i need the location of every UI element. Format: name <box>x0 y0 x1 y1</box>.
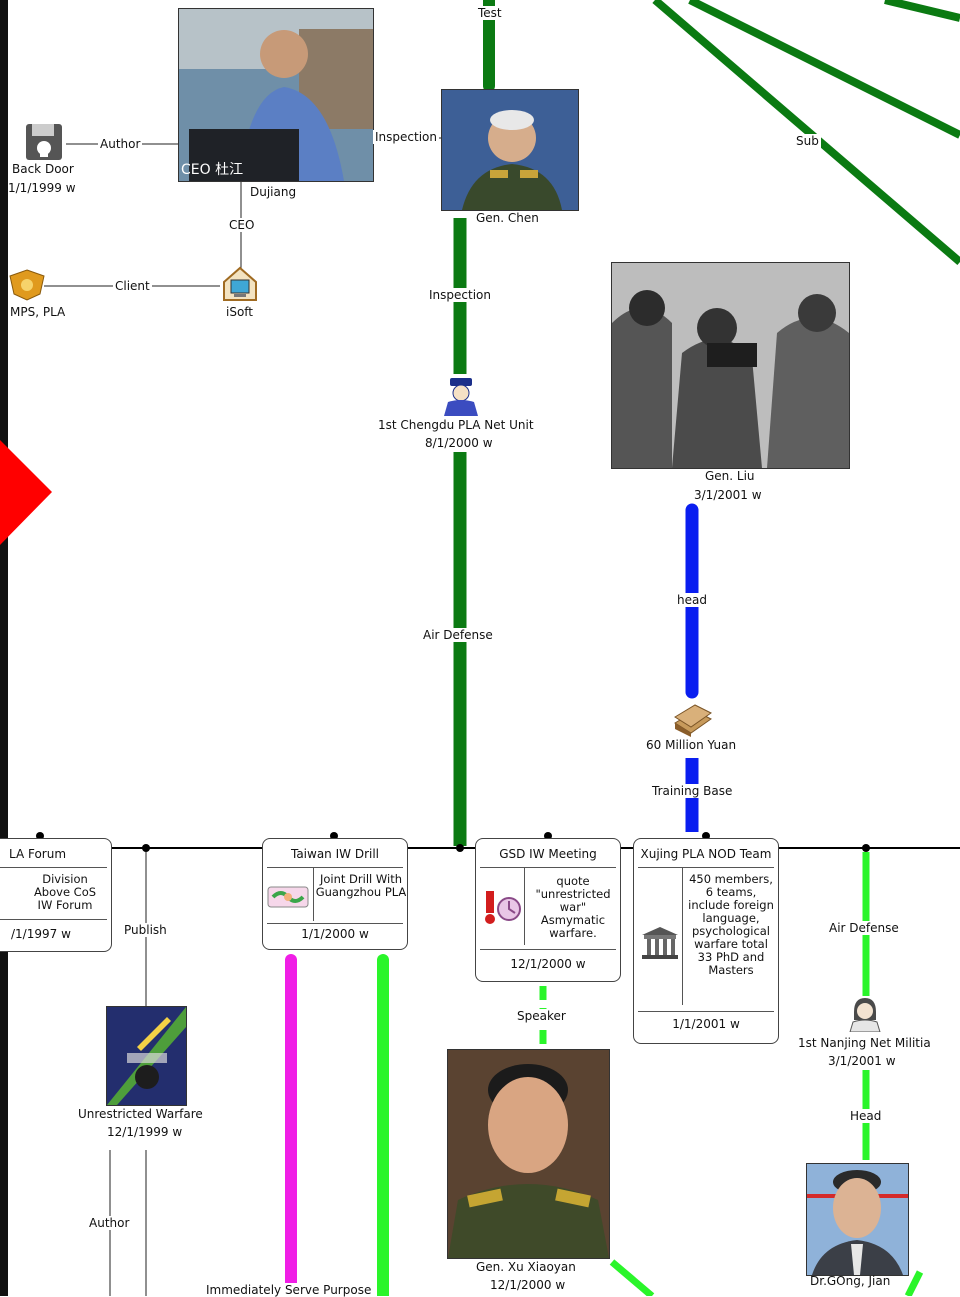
event-date: 1/1/2001 w <box>672 1017 740 1031</box>
meeting-icon <box>482 889 522 929</box>
gen-chen-photo[interactable] <box>441 89 579 211</box>
event-title: Taiwan IW Drill <box>290 847 379 861</box>
gen-xu-photo[interactable] <box>447 1049 610 1259</box>
divider <box>480 867 616 868</box>
building-icon <box>640 925 680 959</box>
event-body: Joint Drill With Guangzhou PLA <box>315 872 407 899</box>
divider <box>682 867 683 1005</box>
link-diagonal-1 <box>652 0 960 266</box>
link-gong-diagonal <box>904 1270 924 1296</box>
dujiang-photo[interactable]: CEO 杜江 <box>178 8 374 182</box>
divider <box>267 867 403 868</box>
event-title: GSD IW Meeting <box>499 847 597 861</box>
chengdu-date: 8/1/2000 w <box>425 436 493 450</box>
soldier-icon[interactable] <box>440 376 482 416</box>
gong-name: Dr.GOng, Jian <box>810 1274 891 1288</box>
portrait-image <box>612 263 849 468</box>
dujiang-caption: CEO 杜江 <box>181 162 244 178</box>
left-edge-bar <box>0 0 8 1296</box>
uw-date: 12/1/1999 w <box>107 1125 183 1139</box>
link-label-ceo: CEO <box>227 218 257 232</box>
link-label-speaker: Speaker <box>515 1009 568 1023</box>
divider <box>0 867 107 868</box>
divider <box>524 867 525 945</box>
event-date: /1/1997 w <box>11 927 71 941</box>
isoft-name: iSoft <box>226 305 254 319</box>
red-arrow-shape <box>0 440 52 545</box>
link-label-air-defense-mid: Air Defense <box>421 628 495 642</box>
timeline-dot <box>456 844 464 852</box>
link-label-training-base: Training Base <box>650 784 735 798</box>
divider <box>313 867 314 921</box>
police-badge-icon[interactable] <box>8 268 46 302</box>
timeline-dot <box>862 844 870 852</box>
portrait-image <box>448 1050 609 1258</box>
nanjing-name: 1st Nanjing Net Militia <box>798 1036 931 1050</box>
event-card-xujing[interactable]: Xujing PLA NOD Team 450 members, 6 teams… <box>633 838 779 1044</box>
gen-liu-date: 3/1/2001 w <box>694 488 762 502</box>
book-cover-icon <box>107 1007 186 1105</box>
xu-name: Gen. Xu Xiaoyan <box>476 1260 576 1274</box>
back-door-date: 1/1/1999 w <box>8 181 76 195</box>
link-label-inspection-top: Inspection <box>373 130 439 144</box>
link-diagonal-3 <box>884 0 960 22</box>
link-label-air-defense-right: Air Defense <box>827 921 901 935</box>
portrait-image <box>807 1164 908 1275</box>
person-icon[interactable] <box>846 996 884 1033</box>
event-card-taiwan[interactable]: Taiwan IW Drill Joint Drill With Guangzh… <box>262 838 408 950</box>
handshake-icon <box>267 883 309 911</box>
event-title: Xujing PLA NOD Team <box>640 847 772 861</box>
nanjing-date: 3/1/2001 w <box>828 1054 896 1068</box>
link-label-sub: Sub <box>794 134 821 148</box>
unrestricted-warfare-cover[interactable] <box>106 1006 187 1106</box>
event-body: Division Above CoS IW Forum <box>33 872 97 912</box>
mps-name: MPS, PLA <box>10 305 66 319</box>
divider <box>638 867 774 868</box>
dujiang-name: Dujiang <box>250 185 297 199</box>
event-card-pla-forum[interactable]: LA Forum Division Above CoS IW Forum /1/… <box>0 838 112 952</box>
event-date: 1/1/2000 w <box>301 927 369 941</box>
divider <box>638 1011 774 1012</box>
event-body: 450 members, 6 teams, include foreign la… <box>688 872 774 977</box>
link-xu-diagonal <box>609 1259 655 1296</box>
house-computer-icon[interactable] <box>222 266 258 302</box>
gen-liu-photo[interactable] <box>611 262 850 469</box>
link-label-inspection-mid: Inspection <box>427 288 493 302</box>
back-door-name: Back Door <box>12 162 74 176</box>
link-label-publish: Publish <box>122 923 169 937</box>
portrait-image <box>442 90 578 210</box>
link-label-test: Test <box>476 6 504 20</box>
event-date: 12/1/2000 w <box>510 957 586 971</box>
link-diagonal-2 <box>688 0 960 139</box>
event-card-gsd[interactable]: GSD IW Meeting quote "unrestricted war" … <box>475 838 621 982</box>
divider <box>480 949 616 950</box>
xu-date: 12/1/2000 w <box>490 1278 566 1292</box>
floppy-skull-icon[interactable] <box>24 122 64 162</box>
timeline-dot <box>142 844 150 852</box>
dr-gong-photo[interactable] <box>806 1163 909 1276</box>
link-label-client: Client <box>113 279 152 293</box>
link-label-author-top: Author <box>98 137 143 151</box>
gen-liu-name: Gen. Liu <box>705 469 755 483</box>
link-label-head-right: Head <box>848 1109 884 1123</box>
link-label-head-blue: head <box>675 593 709 607</box>
portrait-image <box>179 9 373 181</box>
link-label-author-bottom: Author <box>87 1216 132 1230</box>
money-stack-icon[interactable] <box>671 703 713 737</box>
event-body: quote "unrestricted war" Asmymatic warfa… <box>535 874 611 940</box>
divider <box>267 923 403 924</box>
link-label-immediately: Immediately Serve Purpose <box>204 1283 374 1297</box>
uw-name: Unrestricted Warfare <box>78 1107 203 1121</box>
chengdu-name: 1st Chengdu PLA Net Unit <box>378 418 534 432</box>
event-title: LA Forum <box>9 847 67 861</box>
yuan-name: 60 Million Yuan <box>644 738 739 752</box>
divider <box>0 919 107 920</box>
gen-chen-name: Gen. Chen <box>476 211 539 225</box>
